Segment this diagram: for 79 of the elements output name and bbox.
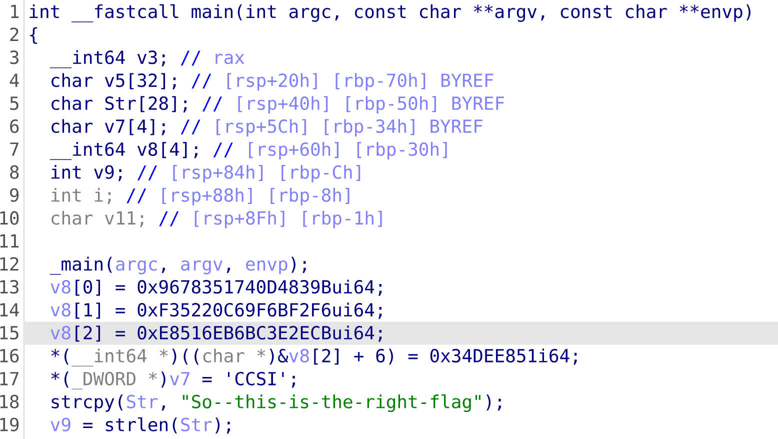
string-literal: "So--this-is-the-right-flag" [182,394,480,412]
code-text: v9 [50,418,70,432]
code-text: = strlen( [83,417,177,434]
code-text: [rsp+8Fh] [rbp-1h] [194,210,382,228]
code-text: )(( [172,348,199,365]
code-text: char Str[28]; [52,96,187,112]
code-text: [rsp+5Ch] [rbp-34h] BYREF [216,119,482,136]
code-text: char v5[32]; [52,73,176,90]
line-number: 8 [10,165,19,179]
comment-marker: // [213,142,233,158]
code-text: int v9; [51,164,122,182]
code-text: argv [181,260,222,274]
code-text: , [226,268,230,273]
code-text: [2] = 0xE8516EB6BC3E2ECBui64; [76,326,382,342]
code-text: [rsp+20h] [rbp-70h] BYREF [227,73,494,91]
code-text: ) [161,372,166,388]
code-text: , [162,268,165,273]
code-text: { [30,27,38,44]
code-text: __int64 v8[4]; [50,142,198,160]
line-number: 1 [11,4,19,18]
code-text: char v7[4]; [52,119,165,136]
code-text: char * [203,348,266,362]
code-text: __int64 * [72,348,168,366]
comment-marker: // [180,120,200,134]
code-text: char v11; [52,210,144,228]
code-text: v8 [289,348,309,362]
code-text: argc [116,260,157,274]
code-text: ); [291,256,306,273]
line-number: 16 [0,348,19,362]
line-number: 6 [10,119,19,133]
comment-marker: // [126,188,146,204]
line-number: 7 [10,142,18,156]
line-number: 18 [0,394,19,408]
code-text: v8 [50,302,70,317]
comment-marker: // [202,96,222,112]
line-number: 14 [0,303,19,316]
code-text: [0] = 0x9678351740D4839Bui64; [76,280,382,296]
line-number: 17 [0,372,18,386]
code-text: envp [246,260,288,274]
code-text: *( [51,372,68,388]
code-text: *( [51,348,68,365]
line-number: 19 [0,418,19,432]
line-number: 2 [10,28,18,41]
line-number: 3 [10,50,18,64]
line-number: 13 [0,280,18,294]
code-text: _DWORD * [72,372,157,390]
code-text: )& [270,348,288,365]
code-text: int i; [51,188,111,204]
code-text: int __fastcall main(int argc, const char **argv, const char **envp) [30,4,750,22]
line-number: 9 [10,188,19,202]
line-number: 5 [10,96,18,110]
comment-marker: // [192,74,212,89]
code-text: v7 [170,372,190,386]
code-text: v8 [50,280,70,294]
code-text: ); [486,394,501,411]
code-text: Str [126,394,158,408]
code-text: strcpy( [52,394,123,412]
code-text: [rsp+60h] [rbp-30h] [249,142,447,160]
code-text: Str [181,418,212,432]
code-text: ); [216,417,230,434]
code-text: = 'CCSI'; [202,372,295,388]
code-text: __int64 v3; [50,50,165,68]
comment-marker: // [138,166,157,180]
code-text: [rsp+88h] [rbp-8h] [162,188,350,206]
line-number: 4 [10,74,19,87]
code-text: [2] + 6) = 0x34DEE851i64; [314,348,577,365]
code-text: _main( [50,256,112,275]
line-number: 11 [0,234,19,248]
code-text: rax [216,54,244,64]
code-text: v8 [50,326,70,340]
line-number: 10 [0,211,19,225]
line-number: 15 [0,326,18,340]
line-number: 12 [0,257,18,270]
code-text: [rsp+84h] [rbp-Ch] [173,164,360,182]
comment-marker: // [180,50,200,66]
code-text: [1] = 0xF35220C69F6BF2F6ui64; [76,302,382,319]
code-text: [rsp+40h] [rbp-50h] BYREF [238,96,504,114]
comment-marker: // [159,211,179,226]
code-text: , [162,405,165,411]
